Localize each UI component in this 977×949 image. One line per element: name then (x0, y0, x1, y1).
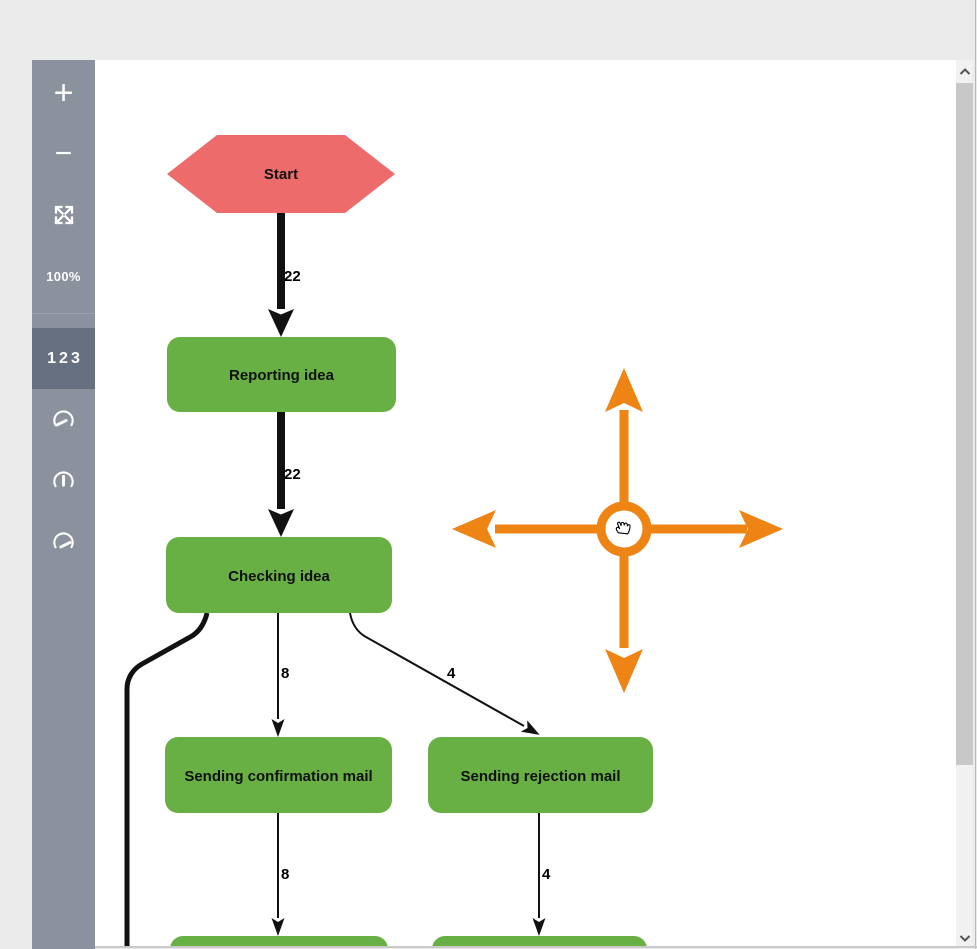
node-next-activity-right[interactable] (432, 936, 647, 947)
edge-frequency-label: 4 (542, 866, 551, 883)
edge-frequency-label: 22 (284, 268, 301, 285)
edge-frequency-label: 22 (284, 466, 301, 483)
chevron-down-icon (959, 934, 970, 942)
sidebar-divider (32, 313, 95, 314)
node-sending-rejection-mail[interactable]: Sending rejection mail (428, 737, 653, 813)
zoom-in-button[interactable]: + (32, 62, 95, 123)
node-label: Reporting idea (229, 367, 335, 384)
zoom-level-label: 100% (46, 269, 81, 284)
scrollbar-thumb[interactable] (956, 83, 973, 765)
node-reporting-idea[interactable]: Reporting idea (167, 337, 396, 412)
vertical-scrollbar[interactable] (956, 60, 973, 949)
scroll-down-button[interactable] (956, 927, 973, 949)
performance-medium-button[interactable] (32, 451, 95, 512)
node-label: Checking idea (228, 568, 330, 585)
canvas-bottom-border (95, 946, 977, 948)
process-map-svg: 22 22 8 4 8 4 Start Reporting idea Check… (124, 135, 783, 947)
edge-checking-to-rejection[interactable] (349, 612, 540, 735)
scroll-up-button[interactable] (956, 60, 973, 82)
zoom-level-indicator[interactable]: 100% (32, 246, 95, 307)
node-label: Sending confirmation mail (184, 768, 372, 785)
node-label: Start (264, 166, 298, 183)
edge-frequency-label: 8 (281, 866, 289, 883)
gauge-needle-left-icon (53, 410, 74, 427)
node-next-activity-left[interactable] (170, 936, 388, 947)
window-right-border (975, 0, 976, 949)
frequency-label: 123 (47, 349, 83, 367)
top-bar (0, 0, 977, 60)
gauge-needle-right-icon (53, 532, 74, 549)
zoom-out-button[interactable]: − (32, 123, 95, 184)
tool-sidebar: + − 100% 123 (32, 60, 95, 949)
performance-high-button[interactable] (32, 512, 95, 573)
node-start[interactable]: Start (167, 135, 395, 213)
chevron-up-icon (959, 67, 970, 75)
node-label: Sending rejection mail (460, 768, 620, 785)
frequency-metric-button[interactable]: 123 (32, 328, 95, 389)
pan-down-arrow-icon[interactable] (605, 649, 643, 693)
pan-control[interactable] (452, 368, 783, 693)
fit-to-screen-icon (54, 205, 73, 224)
pan-right-arrow-icon[interactable] (739, 510, 783, 548)
plus-icon: + (53, 73, 74, 112)
edge-frequency-label: 4 (447, 665, 456, 682)
pan-left-arrow-icon[interactable] (452, 510, 496, 548)
node-sending-confirmation-mail[interactable]: Sending confirmation mail (165, 737, 392, 813)
pan-up-arrow-icon[interactable] (605, 368, 643, 412)
gauge-needle-up-icon (53, 471, 74, 488)
left-margin-strip (0, 60, 32, 949)
edge-frequency-label: 8 (281, 665, 289, 682)
node-checking-idea[interactable]: Checking idea (166, 537, 392, 613)
grab-cursor-icon (615, 521, 631, 535)
fit-to-screen-button[interactable] (32, 184, 95, 245)
performance-low-button[interactable] (32, 390, 95, 451)
edge-checking-to-offscreen[interactable] (124, 612, 210, 947)
process-map-canvas[interactable]: 22 22 8 4 8 4 Start Reporting idea Check… (95, 60, 956, 947)
minus-icon: − (54, 136, 73, 170)
